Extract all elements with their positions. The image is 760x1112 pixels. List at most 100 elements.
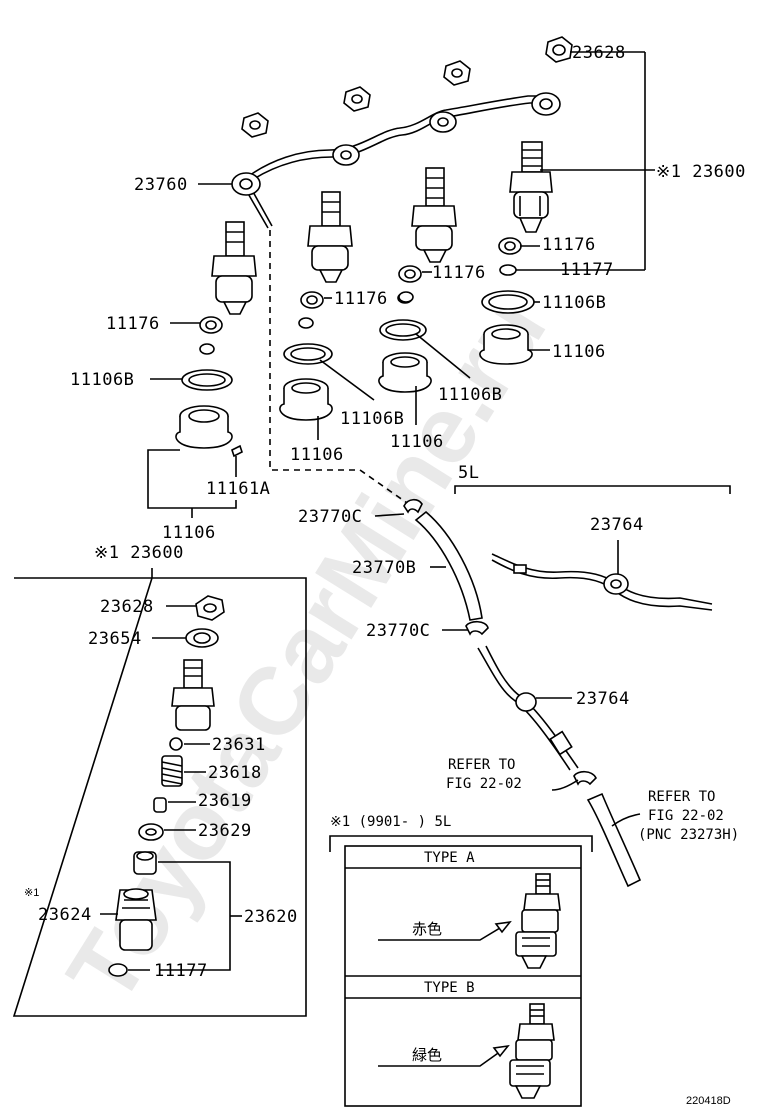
type-b-nozzle (509, 1003, 555, 1099)
label-23628-top[interactable]: 23628 (572, 43, 626, 63)
label-11161A[interactable]: 11161A (206, 479, 270, 499)
label-11106-right[interactable]: 11106 (552, 342, 606, 362)
nozzle-holder-midright (411, 167, 457, 263)
nut-top-2 (443, 60, 471, 86)
type-a-color: 赤色 (412, 920, 442, 938)
seat-11106-right (479, 324, 533, 365)
nozzle-holder-middle (307, 191, 353, 283)
label-23764-lower[interactable]: 23764 (576, 689, 630, 709)
box-washer-23654 (185, 628, 219, 648)
refer-2-line1: REFER TO (648, 789, 715, 805)
leak-pipe-23760[interactable] (231, 92, 561, 229)
label-11177-right[interactable]: 11177 (560, 260, 614, 280)
label-11106-middle[interactable]: 11106 (290, 445, 344, 465)
refer-2-line3: (PNC 23273H) (638, 827, 739, 843)
seat-11106-midright (378, 352, 432, 393)
label-5L: 5L (458, 463, 479, 483)
washer-11177-right (499, 264, 517, 276)
clamp-23770C-upper[interactable] (403, 498, 423, 514)
washer-11177-middle (298, 317, 314, 329)
label-box-11177[interactable]: 11177 (154, 961, 208, 981)
label-23770C-lower[interactable]: 23770C (366, 621, 430, 641)
label-11106-midright[interactable]: 11106 (390, 432, 444, 452)
leaders-top (147, 51, 655, 518)
label-23764-right[interactable]: 23764 (590, 515, 644, 535)
footer-code: 220418D (686, 1095, 731, 1107)
type-a-nozzle (515, 873, 561, 969)
label-box-23631[interactable]: 23631 (212, 735, 266, 755)
gasket-11106B-right (481, 290, 535, 314)
label-11106B-left[interactable]: 11106B (70, 370, 134, 390)
box-washer-11177 (108, 963, 128, 977)
washer-11176-left (199, 316, 223, 334)
type-a-label: TYPE A (424, 850, 475, 866)
label-23600-top[interactable]: ※1 23600 (656, 162, 746, 182)
type-note: ※1 (9901- ) 5L (330, 814, 451, 830)
washer-11177-left (199, 343, 215, 355)
clamp-23770C-lower[interactable] (465, 620, 489, 636)
box-ball-23631 (169, 737, 183, 751)
seat-11106-middle (279, 378, 333, 421)
seat-11106-left (175, 405, 233, 449)
label-box-23624-mark: ※1 (24, 887, 39, 899)
type-b-arrow (378, 1044, 510, 1067)
box-nut-23628 (195, 595, 225, 621)
hose-lower-right (586, 792, 642, 888)
gasket-11106B-middle (283, 343, 333, 365)
washer-11177-middle-b (398, 291, 414, 303)
label-11176-left[interactable]: 11176 (106, 314, 160, 334)
washer-11176-middle (300, 291, 324, 309)
label-box-23654[interactable]: 23654 (88, 629, 142, 649)
box-title: ※1 23600 (94, 543, 184, 563)
nozzle-holder-right[interactable] (509, 141, 553, 233)
refer-1-line1: REFER TO (448, 757, 515, 773)
type-bracket (329, 835, 593, 852)
box-seat-23619 (153, 797, 167, 813)
nut-top-3 (343, 86, 371, 112)
pipe-23764-right[interactable] (491, 553, 713, 611)
box-spring-23618 (161, 755, 183, 787)
washer-11176-right (498, 237, 522, 255)
label-box-23618[interactable]: 23618 (208, 763, 262, 783)
type-a-arrow (378, 920, 512, 941)
box-plate-23629 (138, 823, 164, 841)
hose-23770B[interactable] (414, 510, 483, 621)
label-11106-left[interactable]: 11106 (162, 523, 216, 543)
pin-11161A (231, 444, 243, 458)
leaders-hose (374, 513, 641, 827)
label-11106B-middle[interactable]: 11106B (340, 409, 404, 429)
label-box-23619[interactable]: 23619 (198, 791, 252, 811)
label-box-23620[interactable]: 23620 (244, 907, 298, 927)
gasket-11106B-midright (379, 319, 427, 341)
box-nozzle-23620-upper (133, 851, 157, 875)
label-box-23629[interactable]: 23629 (198, 821, 252, 841)
type-b-color: 緑色 (412, 1046, 442, 1064)
box-nozzle-23624 (115, 888, 157, 951)
type-b-label: TYPE B (424, 980, 475, 996)
label-23770B[interactable]: 23770B (352, 558, 416, 578)
washer-11176-midright (398, 265, 422, 283)
nut-top-4 (241, 112, 269, 138)
nut-23628-top[interactable] (545, 36, 573, 63)
box-leaders (100, 605, 242, 971)
bracket-5L (454, 485, 731, 494)
label-23770C-upper[interactable]: 23770C (298, 507, 362, 527)
label-23760[interactable]: 23760 (134, 175, 188, 195)
nozzle-holder-left (211, 221, 257, 315)
label-11176-right[interactable]: 11176 (542, 235, 596, 255)
label-box-23624[interactable]: 23624 (38, 905, 92, 925)
clamp-lower-refer (573, 770, 597, 786)
box-23600-frame (12, 568, 307, 1017)
box-holder-body (171, 659, 215, 731)
label-11176-middle[interactable]: 11176 (334, 289, 388, 309)
refer-1-line2: FIG 22-02 (446, 776, 522, 792)
label-box-23628[interactable]: 23628 (100, 597, 154, 617)
gasket-11106B-left (181, 369, 233, 391)
refer-2-line2: FIG 22-02 (648, 808, 724, 824)
pipe-23764-lower[interactable] (477, 645, 579, 771)
label-11106B-midright[interactable]: 11106B (438, 385, 502, 405)
label-11176-midright[interactable]: 11176 (432, 263, 486, 283)
label-11106B-right[interactable]: 11106B (542, 293, 606, 313)
